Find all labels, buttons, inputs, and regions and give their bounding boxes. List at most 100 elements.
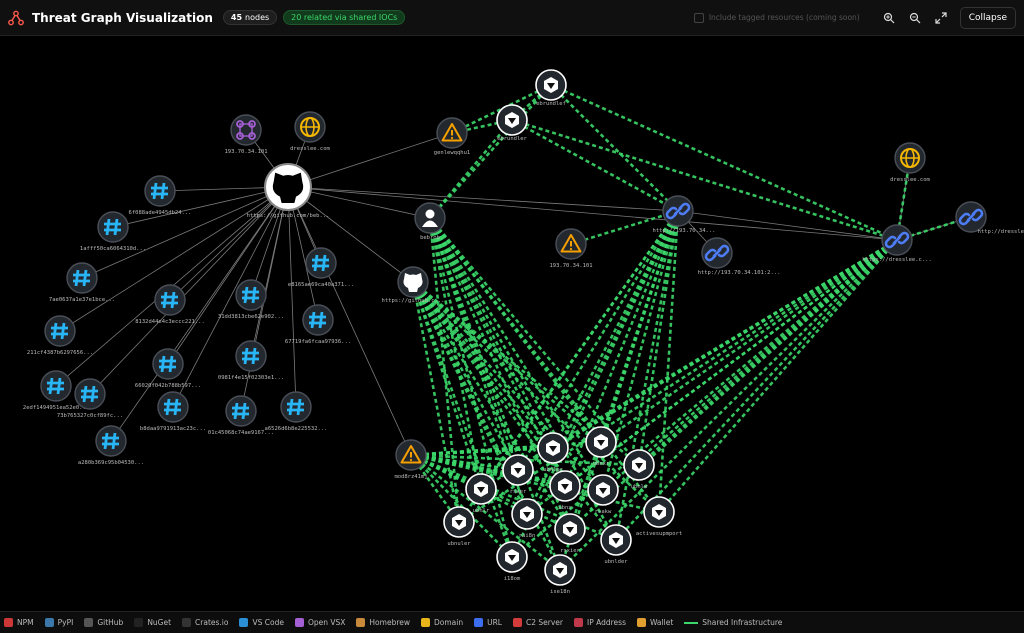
graph-node-pkg[interactable]: ubnlder	[600, 524, 632, 565]
legend-label: GitHub	[97, 618, 124, 627]
node-circle[interactable]	[144, 175, 176, 207]
graph-node-hash[interactable]: 2edf1494951ea52e0...	[23, 370, 89, 411]
node-circle[interactable]	[235, 279, 267, 311]
legend-item: VS Code	[239, 618, 284, 627]
graph-node-hash[interactable]: a280b369c95b04530...	[78, 425, 144, 466]
graph-node-hash[interactable]: 31dd3813cbe62e902...	[218, 279, 284, 320]
graph-edge	[287, 186, 414, 283]
github-icon	[272, 172, 304, 203]
node-circle[interactable]	[225, 395, 257, 427]
package-gem-icon	[546, 440, 560, 456]
graph-node-pkg[interactable]: rsakw	[587, 474, 619, 515]
graph-node-hash[interactable]: e8165ae69ca40a371...	[288, 247, 354, 288]
legend-item: IP Address	[574, 618, 626, 627]
graph-node-hash[interactable]: 67719fa6fcaa97936...	[285, 304, 351, 345]
graph-node-pkg[interactable]: rsxer	[502, 454, 534, 495]
node-label: 193.70.34.101	[549, 263, 592, 269]
package-gem-icon	[452, 514, 466, 530]
graph-node-url[interactable]: http://193.70.34.101:2...	[698, 237, 781, 276]
node-circle[interactable]	[230, 114, 262, 146]
graph-node-domain[interactable]: dresslee.com	[290, 111, 331, 152]
graph-node-hash[interactable]: 73b765327c0cf89fc...	[57, 378, 123, 419]
graph-node-url[interactable]: http://dresslee.com:20...	[955, 201, 1024, 235]
shared-infra-edge	[637, 210, 680, 466]
graph-node-pkg[interactable]: activesupmport	[636, 496, 682, 537]
shared-infra-edge	[564, 238, 898, 488]
node-label: genlewqqhu1	[434, 150, 470, 156]
graph-node-hash[interactable]: 211cf4387b6297656...	[27, 315, 93, 356]
shared-infra-edge	[428, 217, 603, 443]
node-label: 0981f4e15f02303e1...	[218, 375, 284, 381]
graph-node-hash[interactable]: 6f088ade4945db24...	[129, 175, 192, 216]
graph-node-github[interactable]: https://github.c...	[382, 266, 445, 304]
fullscreen-button[interactable]	[930, 7, 952, 29]
graph-node-hash[interactable]: 1afff50ca6064310d...	[80, 211, 146, 252]
graph-node-ip[interactable]: genlewqqhu1	[434, 117, 470, 156]
graph-node-ip[interactable]: mod8rz41mj	[394, 439, 428, 480]
graph-node-pkg[interactable]: ubnlr	[465, 473, 497, 514]
shared-infra-edge	[526, 238, 898, 516]
graph-node-hash[interactable]: 66020f042b788b597...	[135, 348, 201, 389]
graph-node-pkg[interactable]: rai8n	[511, 498, 543, 539]
collapse-button[interactable]: Collapse	[959, 6, 1016, 29]
graph-node-pkg[interactable]: ise18n	[544, 554, 576, 595]
graph-edge	[677, 210, 898, 241]
graph-node-pkg[interactable]: ubnxr	[585, 426, 617, 467]
graph-node-user[interactable]: bebrob	[414, 202, 446, 241]
threat-graph-logo-icon	[8, 10, 24, 25]
node-circle[interactable]	[152, 348, 184, 380]
node-label: ubnxr	[593, 461, 610, 467]
threat-graph-canvas[interactable]: https://github.com/beb... 193.70.34.101 dr…	[0, 37, 1024, 610]
node-label: rsakw	[595, 509, 612, 515]
graph-node-hash[interactable]: b8daa9791913ac23c...	[140, 391, 206, 432]
graph-node-ip[interactable]: 193.70.34.101	[549, 228, 593, 269]
include-tagged-toggle[interactable]: Include tagged resources (coming soon)	[693, 12, 860, 23]
node-circle[interactable]	[74, 378, 106, 410]
zoom-in-button[interactable]	[878, 7, 900, 29]
node-circle[interactable]	[280, 391, 312, 423]
include-tagged-checkbox[interactable]	[693, 12, 704, 23]
node-circle[interactable]	[154, 284, 186, 316]
node-circle[interactable]	[95, 425, 127, 457]
graph-node-c2[interactable]: 193.70.34.101	[224, 114, 268, 155]
legend-label: PyPI	[57, 618, 74, 627]
shared-infra-edge	[428, 217, 461, 523]
graph-node-pkg[interactable]: ubnler	[537, 432, 569, 473]
graph-node-hash[interactable]: 01c45068c74ae9167...	[208, 395, 274, 436]
graph-node-hash[interactable]: 8132d44e4c3eccc221...	[135, 284, 205, 325]
shared-infra-edge	[410, 454, 513, 558]
node-circle[interactable]	[97, 211, 129, 243]
graph-node-hash[interactable]: 0981f4e15f02303e1...	[218, 340, 284, 381]
package-gem-icon	[632, 457, 646, 473]
graph-node-hash[interactable]: a6526d6b8e225532...	[265, 391, 328, 432]
hash-icon	[232, 402, 249, 420]
hash-icon	[159, 355, 176, 373]
graph-node-pkg[interactable]: rsxier	[554, 513, 586, 554]
graph-node-pkg[interactable]: ubnx	[549, 470, 581, 511]
node-circle[interactable]	[66, 262, 98, 294]
graph-node-pkg[interactable]: ubnlw	[623, 449, 655, 490]
node-circle[interactable]	[157, 391, 189, 423]
zoom-out-button[interactable]	[904, 7, 926, 29]
graph-node-pkg[interactable]: ebrundlef	[535, 69, 567, 107]
graph-node-url[interactable]: https://dresslee.c...	[862, 224, 932, 263]
shared-infra-edge	[412, 281, 604, 491]
node-label: rsxier	[560, 548, 581, 554]
node-circle[interactable]	[305, 247, 337, 279]
graph-node-pkg[interactable]: ubnuler	[443, 506, 475, 547]
node-label: 73b765327c0cf89fc...	[57, 413, 123, 419]
graph-node-pkg[interactable]: i18om	[496, 541, 528, 582]
graph-node-domain[interactable]: dresslee.com	[890, 142, 931, 183]
warning-icon	[441, 123, 463, 142]
node-circle[interactable]	[40, 370, 72, 402]
node-circle[interactable]	[302, 304, 334, 336]
shared-infra-edge	[428, 217, 555, 449]
graph-node-hash[interactable]: 7ae0637a1e37e1bce...	[49, 262, 115, 303]
hash-icon	[104, 218, 121, 236]
graph-node-pkg[interactable]: ebrundler	[496, 104, 528, 142]
node-circle[interactable]	[235, 340, 267, 372]
graph-node-github[interactable]: https://github.com/beb...	[247, 163, 330, 219]
graph-node-url[interactable]: http://193.70.34...	[653, 195, 716, 234]
node-circle[interactable]	[44, 315, 76, 347]
graph-edges	[55, 83, 972, 572]
